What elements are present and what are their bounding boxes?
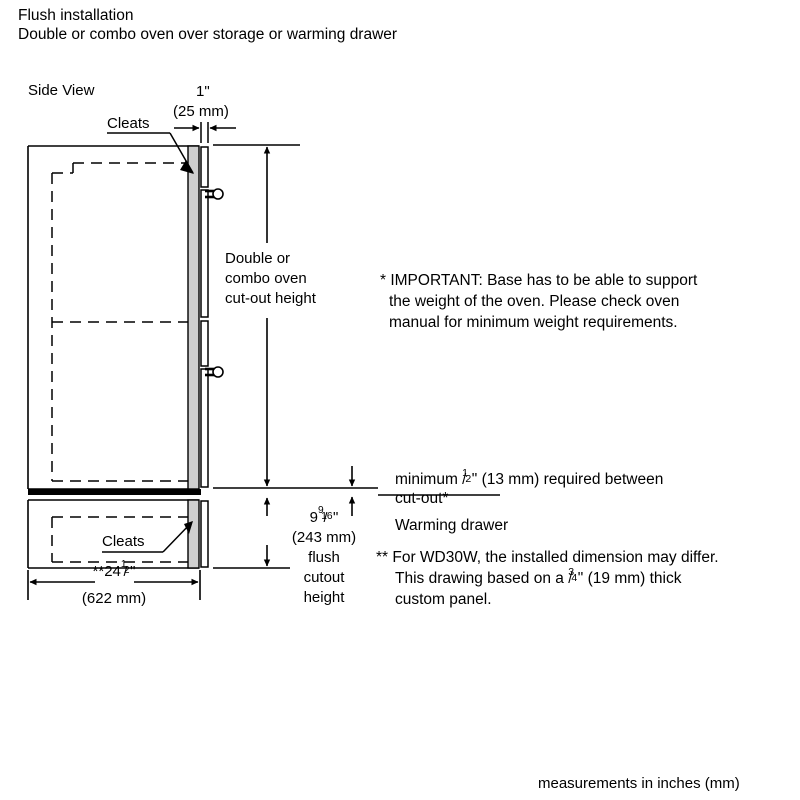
cleats-leader-top: [107, 132, 194, 174]
wd30w-line-2-prefix: This drawing based on a: [395, 570, 569, 587]
depth-dimension-mm: (622 mm): [81, 590, 147, 607]
wd30w-note-line-2: This drawing based on a 3/4" (19 mm) thi…: [395, 565, 682, 588]
depth-dimension-whole: 24: [104, 563, 121, 580]
page-title-line-2: Double or combo oven over storage or war…: [18, 26, 398, 43]
flush-cutout-height-dimension: [213, 497, 290, 569]
flush-cutout-fraction: 9/16: [318, 504, 333, 526]
cleat-strip-lower: [187, 499, 200, 569]
oven-door-handle-upper: [205, 188, 224, 200]
wd30w-line-2-suffix: " (19 mm) thick: [577, 570, 682, 587]
panel-thickness-inches: 1": [196, 83, 210, 100]
flush-cutout-height-mm: (243 mm): [291, 529, 357, 546]
flush-cutout-whole: 9: [309, 509, 318, 526]
lower-cabinet-hidden-lines: [51, 516, 188, 563]
minimum-gap-fraction: 1/2: [462, 466, 472, 488]
lower-cabinet-outline: [27, 499, 199, 569]
upper-cabinet-outline: [27, 145, 199, 490]
oven-cutout-height-label-line-3: cut-out height: [225, 290, 316, 307]
front-panel-segments: [200, 146, 209, 568]
cleats-leader-bottom: [102, 521, 193, 553]
panel-thickness-dimension: [174, 122, 236, 143]
wd30w-note-line-3: custom panel.: [395, 591, 492, 608]
flush-cutout-height-line-3: flush: [308, 549, 340, 566]
important-note-line-2: the weight of the oven. Please check ove…: [389, 293, 680, 310]
important-note-line-3: manual for minimum weight requirements.: [389, 314, 678, 331]
flush-cutout-height-line-5: height: [303, 589, 345, 606]
oven-door-handle-lower: [205, 366, 224, 378]
minimum-gap-suffix: " (13 mm) required between: [471, 471, 664, 488]
panel-thickness-mm: (25 mm): [173, 103, 229, 120]
oven-cutout-height-label-line-2: combo oven: [225, 270, 307, 287]
wd30w-note-line-1: ** For WD30W, the installed dimension ma…: [376, 549, 719, 566]
page-title-line-1: Flush installation: [18, 7, 134, 24]
flush-cutout-unit: ": [333, 509, 339, 526]
wd30w-fraction: 3/4: [568, 565, 578, 587]
oven-cutout-height-dimension: [213, 144, 378, 489]
minimum-gap-note-line-2: cut-out*: [395, 490, 449, 507]
minimum-gap-note-line-1: minimum 1/2" (13 mm) required between: [395, 466, 664, 489]
minimum-gap-prefix: minimum: [395, 471, 463, 488]
side-view-label: Side View: [28, 82, 95, 99]
cleats-label-bottom: Cleats: [102, 533, 145, 550]
depth-dimension-unit: ": [130, 563, 136, 580]
flush-cutout-height-line-4: cutout: [303, 569, 345, 586]
minimum-gap-dimension: [348, 466, 500, 516]
depth-dimension-prefix: **: [92, 563, 105, 580]
cleats-label-top: Cleats: [107, 115, 150, 132]
depth-dimension: [27, 570, 201, 600]
depth-dimension-fraction: 1/2: [120, 558, 130, 580]
warming-drawer-label: Warming drawer: [395, 517, 509, 534]
cleat-strip-upper: [187, 145, 200, 490]
oven-drawer-divider-bar: [28, 489, 201, 495]
upper-cabinet-hidden-lines: [51, 162, 188, 482]
footer-note: measurements in inches (mm): [538, 775, 740, 792]
important-note-line-1: * IMPORTANT: Base has to be able to supp…: [380, 272, 698, 289]
oven-cutout-height-label-line-1: Double or: [225, 250, 291, 267]
